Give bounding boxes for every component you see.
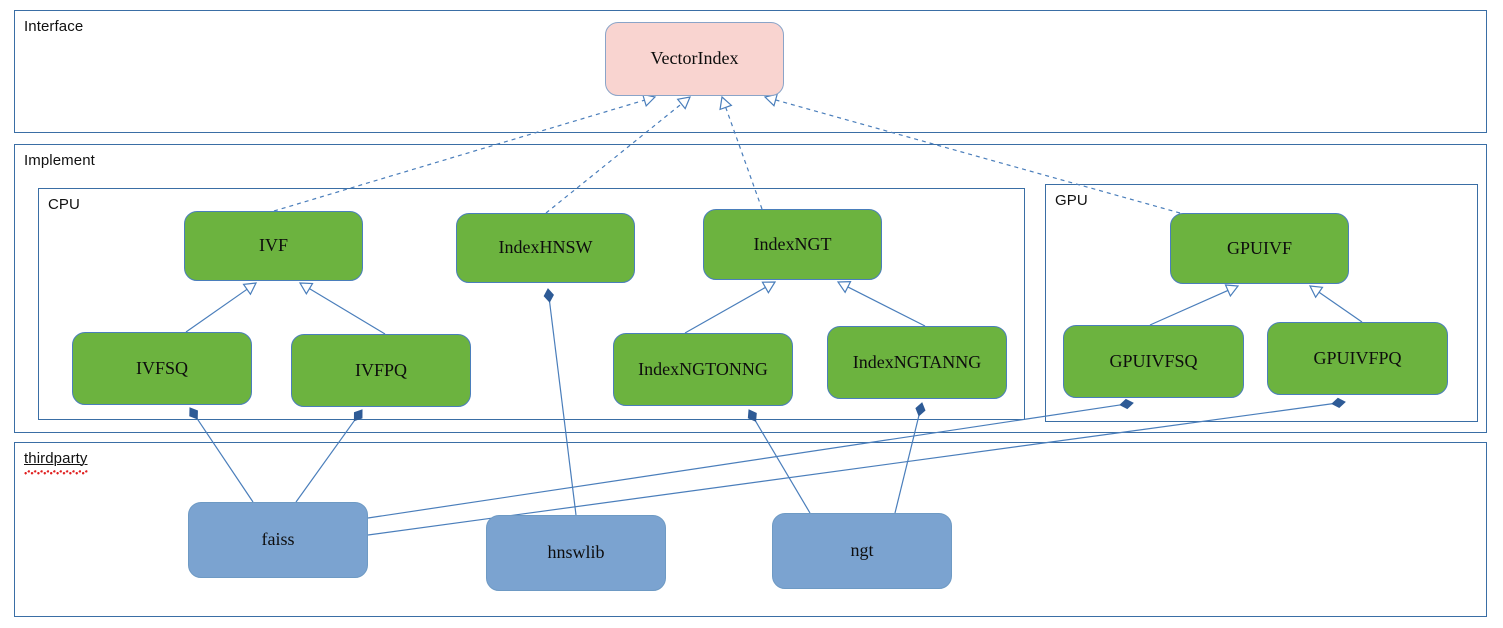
edge-composition-faiss-to-gpuivfsq bbox=[367, 404, 1121, 519]
arrowhead-filled-diamond-hnswlib-to-indexhnsw bbox=[543, 288, 554, 303]
node-ivf[interactable]: IVF bbox=[184, 211, 363, 281]
group-container-thirdparty bbox=[14, 442, 1487, 617]
node-vectorindex[interactable]: VectorIndex bbox=[605, 22, 784, 96]
edge-realization-gpuivf-to-vectorindex bbox=[775, 99, 1181, 214]
group-label-cpu: CPU bbox=[48, 196, 80, 213]
arrowhead-hollow-triangle-ivfpq-to-ivf bbox=[298, 282, 314, 295]
edge-generalization-indexngtonng-to-indexngt bbox=[684, 286, 766, 334]
arrowhead-hollow-triangle-indexhnsw-to-vectorindex bbox=[676, 96, 691, 110]
group-label-gpu: GPU bbox=[1055, 192, 1088, 209]
arrowhead-filled-diamond-faiss-to-ivfsq bbox=[189, 407, 198, 420]
node-label-indexngt: IndexNGT bbox=[753, 233, 832, 254]
edge-composition-hnswlib-to-indexhnsw bbox=[549, 301, 577, 516]
node-indexhnsw[interactable]: IndexHNSW bbox=[456, 213, 635, 283]
arrowhead-hollow-triangle-indexngt-to-vectorindex bbox=[719, 95, 733, 111]
node-indexngtonng[interactable]: IndexNGTONNG bbox=[613, 333, 793, 406]
arrowhead-filled-diamond-ngt-to-indexngtonng bbox=[747, 409, 757, 422]
edge-realization-indexhnsw-to-vectorindex bbox=[545, 103, 682, 214]
spellcheck-underline-thirdparty bbox=[24, 470, 88, 475]
arrowhead-filled-diamond-faiss-to-gpuivfsq bbox=[1119, 398, 1134, 410]
arrowhead-filled-diamond-ngt-to-indexngtanng bbox=[915, 402, 926, 417]
edge-realization-indexngt-to-vectorindex bbox=[725, 107, 763, 210]
arrowhead-hollow-triangle-ivfsq-to-ivf bbox=[242, 282, 258, 296]
node-ivfsq[interactable]: IVFSQ bbox=[72, 332, 252, 405]
node-indexngtanng[interactable]: IndexNGTANNG bbox=[827, 326, 1007, 399]
node-label-indexngtanng: IndexNGTANNG bbox=[852, 351, 982, 372]
arrowhead-filled-diamond-faiss-to-ivfpq bbox=[353, 409, 363, 422]
edge-generalization-indexngtanng-to-indexngt bbox=[847, 286, 926, 327]
group-label-interface: Interface bbox=[24, 18, 84, 35]
edge-composition-faiss-to-ivfsq bbox=[196, 418, 254, 503]
node-label-ivfsq: IVFSQ bbox=[135, 357, 188, 378]
node-ivfpq[interactable]: IVFPQ bbox=[291, 334, 471, 407]
node-label-indexngtonng: IndexNGTONNG bbox=[638, 358, 768, 379]
node-label-faiss: faiss bbox=[261, 529, 295, 550]
edge-generalization-gpuivfsq-to-gpuivf bbox=[1149, 289, 1229, 326]
group-label-thirdparty: thirdparty bbox=[24, 450, 88, 467]
node-ngt[interactable]: ngt bbox=[772, 513, 952, 589]
arrowhead-hollow-triangle-ivf-to-vectorindex bbox=[641, 93, 657, 108]
edge-composition-ngt-to-indexngtonng bbox=[755, 420, 811, 514]
node-label-vectorindex: VectorIndex bbox=[650, 48, 739, 69]
node-label-ivf: IVF bbox=[258, 235, 288, 256]
edge-composition-faiss-to-ivfpq bbox=[295, 420, 355, 503]
node-indexngt[interactable]: IndexNGT bbox=[703, 209, 882, 280]
arrowhead-hollow-triangle-indexngtanng-to-indexngt bbox=[836, 280, 852, 294]
edge-generalization-ivfpq-to-ivf bbox=[309, 288, 386, 335]
node-label-indexhnsw: IndexHNSW bbox=[498, 237, 593, 258]
group-label-implement: Implement bbox=[24, 152, 95, 169]
node-hnswlib[interactable]: hnswlib bbox=[486, 515, 666, 591]
group-container-interface bbox=[14, 10, 1487, 133]
group-container-cpu bbox=[38, 188, 1025, 420]
arrowhead-hollow-triangle-gpuivfsq-to-gpuivf bbox=[1224, 284, 1240, 298]
node-label-gpuivf: GPUIVF bbox=[1226, 237, 1292, 258]
node-faiss[interactable]: faiss bbox=[188, 502, 368, 578]
node-label-hnswlib: hnswlib bbox=[547, 542, 605, 563]
arrowhead-filled-diamond-faiss-to-gpuivfpq bbox=[1331, 397, 1346, 409]
edge-generalization-gpuivfpq-to-gpuivf bbox=[1318, 291, 1363, 323]
node-label-gpuivfsq: GPUIVFSQ bbox=[1109, 350, 1198, 371]
node-label-ngt: ngt bbox=[850, 540, 874, 561]
group-container-gpu bbox=[1045, 184, 1478, 422]
node-label-gpuivfpq: GPUIVFPQ bbox=[1313, 347, 1402, 368]
edge-composition-faiss-to-gpuivfpq bbox=[367, 403, 1333, 536]
edge-realization-ivf-to-vectorindex bbox=[273, 99, 645, 212]
node-gpuivfpq[interactable]: GPUIVFPQ bbox=[1267, 322, 1448, 395]
arrowhead-hollow-triangle-gpuivfpq-to-gpuivf bbox=[1308, 285, 1324, 299]
node-gpuivf[interactable]: GPUIVF bbox=[1170, 213, 1349, 284]
edge-composition-ngt-to-indexngtanng bbox=[894, 415, 920, 514]
node-gpuivfsq[interactable]: GPUIVFSQ bbox=[1063, 325, 1244, 398]
node-label-ivfpq: IVFPQ bbox=[354, 359, 407, 380]
edge-generalization-ivfsq-to-ivf bbox=[185, 288, 248, 333]
arrowhead-hollow-triangle-indexngtonng-to-indexngt bbox=[761, 281, 777, 294]
group-container-implement bbox=[14, 144, 1487, 433]
